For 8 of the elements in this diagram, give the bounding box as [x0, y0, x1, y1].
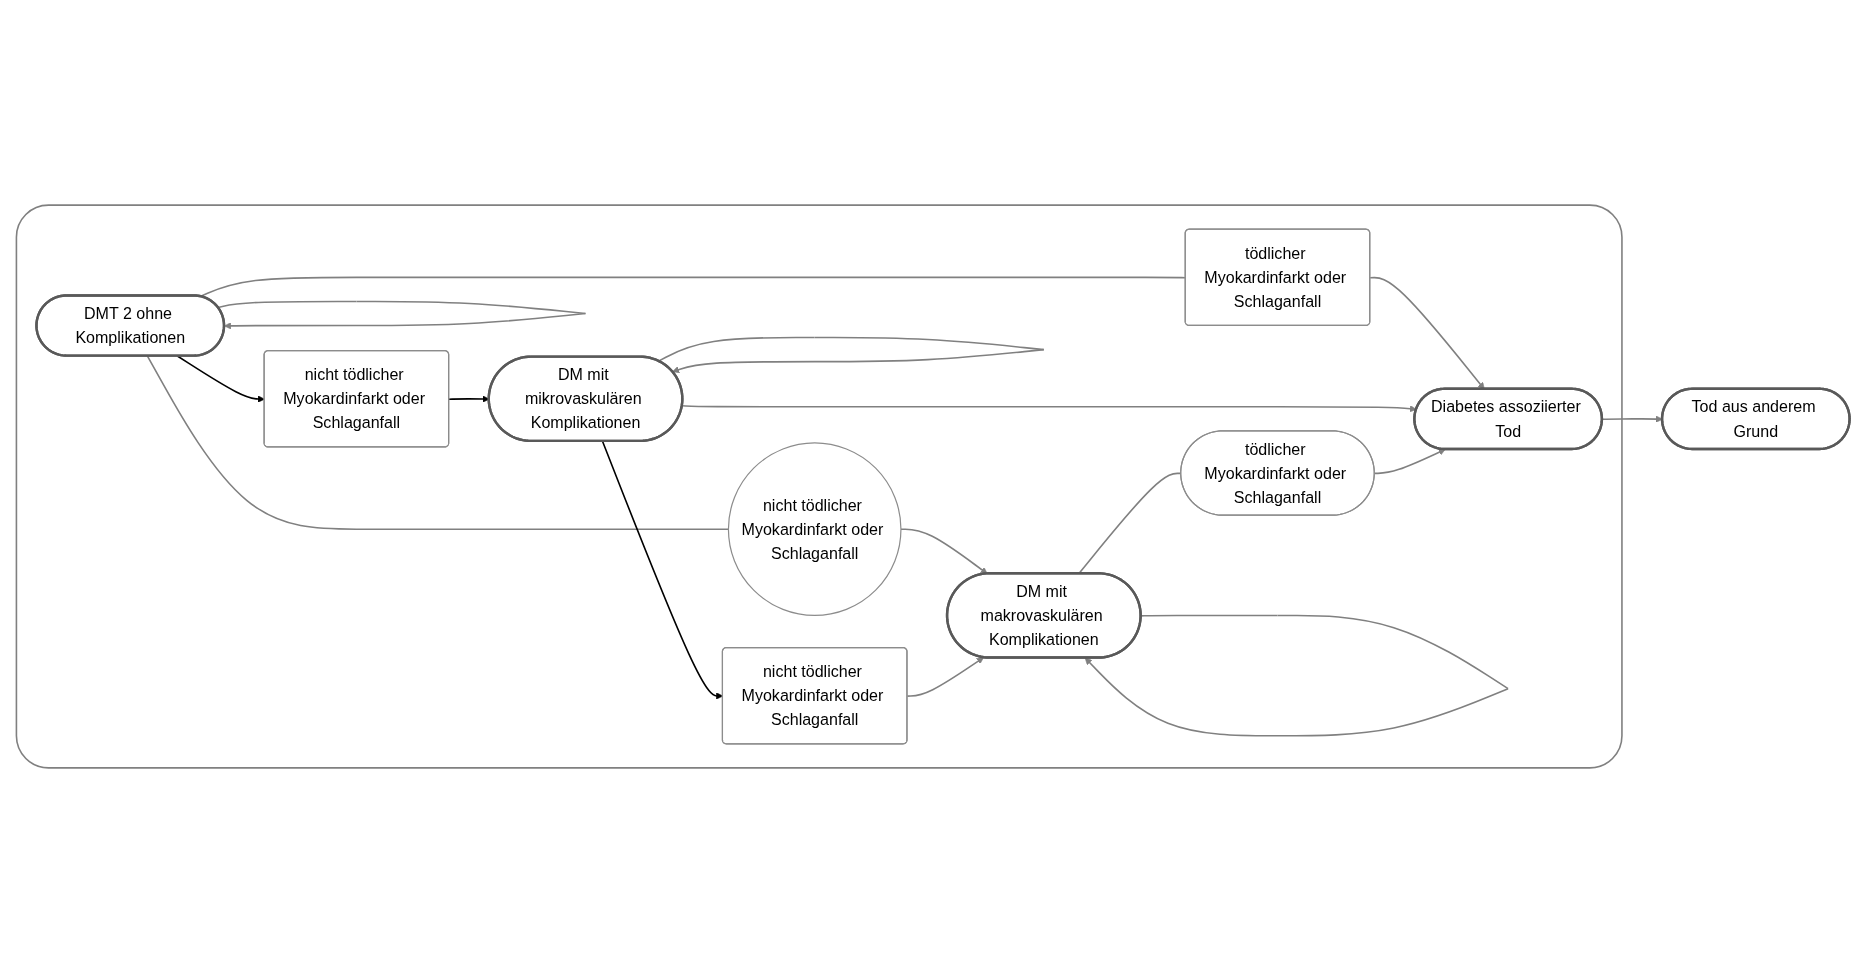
arrow: [217, 300, 587, 330]
arrow: [176, 355, 265, 403]
arrow: [1601, 415, 1663, 423]
cluster: [15, 204, 1623, 769]
node-circle: nicht tödlicher Myokardinfarkt oder Schlaganfall: [727, 442, 902, 617]
arrow: [1084, 614, 1509, 737]
arrow: [900, 528, 988, 575]
arrow: [906, 657, 984, 697]
